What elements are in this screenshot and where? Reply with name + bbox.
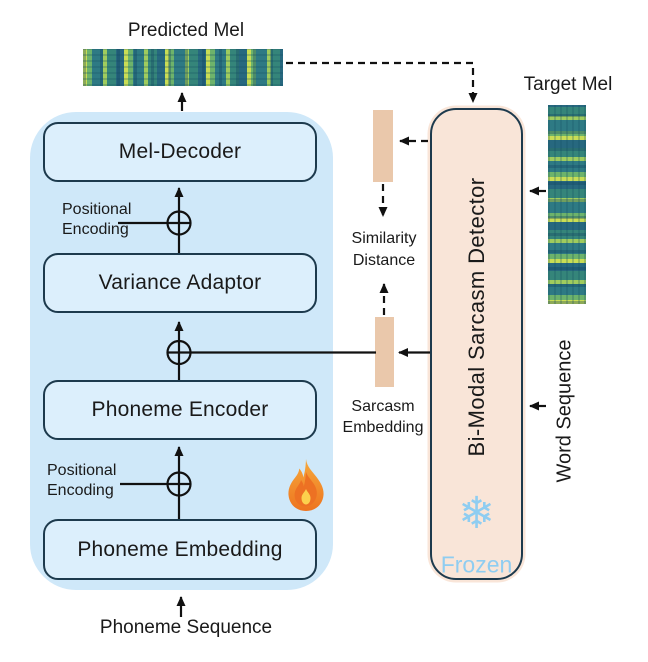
sarcasm-embedding-label: Sarcasm Embedding (343, 396, 424, 438)
predicted-mel-label: Predicted Mel (127, 20, 245, 41)
similarity-line1: Similarity (351, 230, 417, 247)
similarity-line2: Distance (352, 252, 416, 269)
positional-encoding-label-top: Positional Encoding (62, 200, 131, 240)
detector-label: Bi-Modal Sarcasm Detector (463, 177, 489, 457)
frozen-label: Frozen (440, 551, 513, 578)
target-mel-spectrogram (548, 105, 586, 304)
positional-encoding-line2: Encoding (47, 482, 114, 499)
similarity-distance-label: Similarity Distance (352, 228, 417, 272)
block-mel-decoder: Mel-Decoder (43, 122, 317, 182)
sarcasm-embedding-bar (375, 317, 394, 387)
word-sequence-label: Word Sequence (553, 339, 576, 483)
target-mel-label: Target Mel (523, 74, 613, 95)
sarcasm-line2: Embedding (342, 419, 424, 436)
positional-encoding-label-bottom: Positional Encoding (47, 461, 116, 501)
positional-encoding-line1: Positional (47, 462, 117, 479)
positional-encoding-line1: Positional (62, 201, 132, 218)
phoneme-sequence-label: Phoneme Sequence (99, 617, 273, 638)
flame-icon (288, 459, 324, 511)
block-phoneme-encoder: Phoneme Encoder (43, 380, 317, 440)
detector-output-embedding-bar (373, 110, 393, 182)
block-phoneme-embedding: Phoneme Embedding (43, 519, 317, 580)
bimodal-sarcasm-detector-box: Bi-Modal Sarcasm Detector ❄ Frozen (430, 108, 523, 580)
predicted-mel-spectrogram (83, 49, 283, 86)
snowflake-icon: ❄ (458, 489, 495, 538)
sarcasm-line1: Sarcasm (351, 398, 415, 415)
block-variance-adaptor: Variance Adaptor (43, 253, 317, 313)
positional-encoding-line2: Encoding (62, 221, 129, 238)
